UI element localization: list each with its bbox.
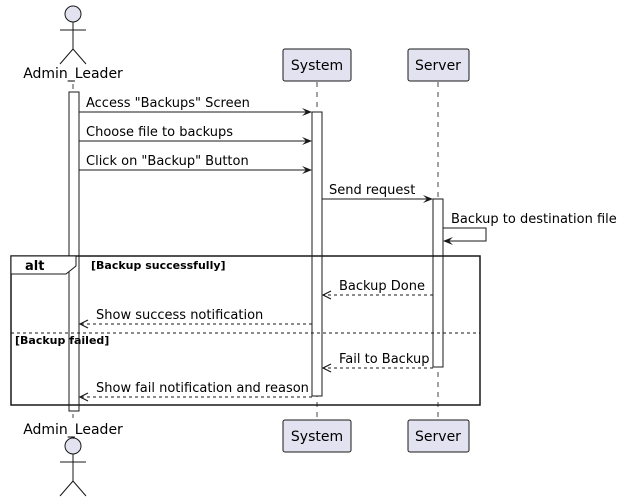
message-label: Access "Backups" Screen — [86, 96, 250, 111]
actor-admin-bottom: Admin_Leader — [23, 422, 123, 497]
fragment-guard-success: [Backup successfully] — [91, 259, 226, 272]
activation-server — [432, 198, 444, 368]
message-label: Click on "Backup" Button — [86, 154, 249, 169]
participant-server-top: Server — [407, 48, 470, 82]
message-label: Choose file to backups — [86, 125, 233, 140]
message-access-backups: Access "Backups" Screen — [79, 96, 312, 116]
message-label: Show success notification — [96, 308, 263, 323]
message-backup-done: Backup Done — [323, 279, 433, 295]
participant-system-bottom: System — [282, 419, 352, 453]
participant-label: Server — [415, 429, 461, 445]
message-label: Show fail notification and reason — [96, 381, 309, 396]
message-show-success: Show success notification — [80, 308, 312, 324]
participant-label: System — [291, 429, 343, 445]
message-click-backup: Click on "Backup" Button — [79, 154, 312, 174]
participant-system-top: System — [282, 48, 352, 82]
fragment-guard-failed: [Backup failed] — [15, 334, 109, 347]
alt-fragment: alt [Backup successfully] [Backup failed… — [10, 255, 481, 406]
activation-system — [311, 111, 323, 397]
message-fail-backup: Fail to Backup — [323, 352, 433, 368]
participant-label: System — [291, 58, 343, 74]
actor-label-top: Admin_Leader — [23, 66, 123, 82]
activation-admin — [68, 91, 80, 412]
participant-label: Server — [415, 58, 461, 74]
fragment-keyword: alt — [25, 259, 44, 274]
message-label: Fail to Backup — [339, 352, 429, 367]
actor-admin-top: Admin_Leader — [23, 5, 123, 82]
message-label: Backup to destination file — [451, 212, 617, 227]
actor-head-icon — [64, 5, 82, 23]
message-label: Backup Done — [339, 279, 425, 294]
message-label: Send request — [329, 183, 415, 198]
message-backup-self: Backup to destination file — [443, 212, 617, 245]
message-send-request: Send request — [322, 183, 433, 203]
message-choose-file: Choose file to backups — [79, 125, 312, 145]
actor-label-bottom: Admin_Leader — [23, 422, 123, 438]
participant-server-bottom: Server — [407, 419, 470, 453]
message-show-fail: Show fail notification and reason — [80, 381, 312, 397]
actor-head-icon — [64, 437, 82, 455]
